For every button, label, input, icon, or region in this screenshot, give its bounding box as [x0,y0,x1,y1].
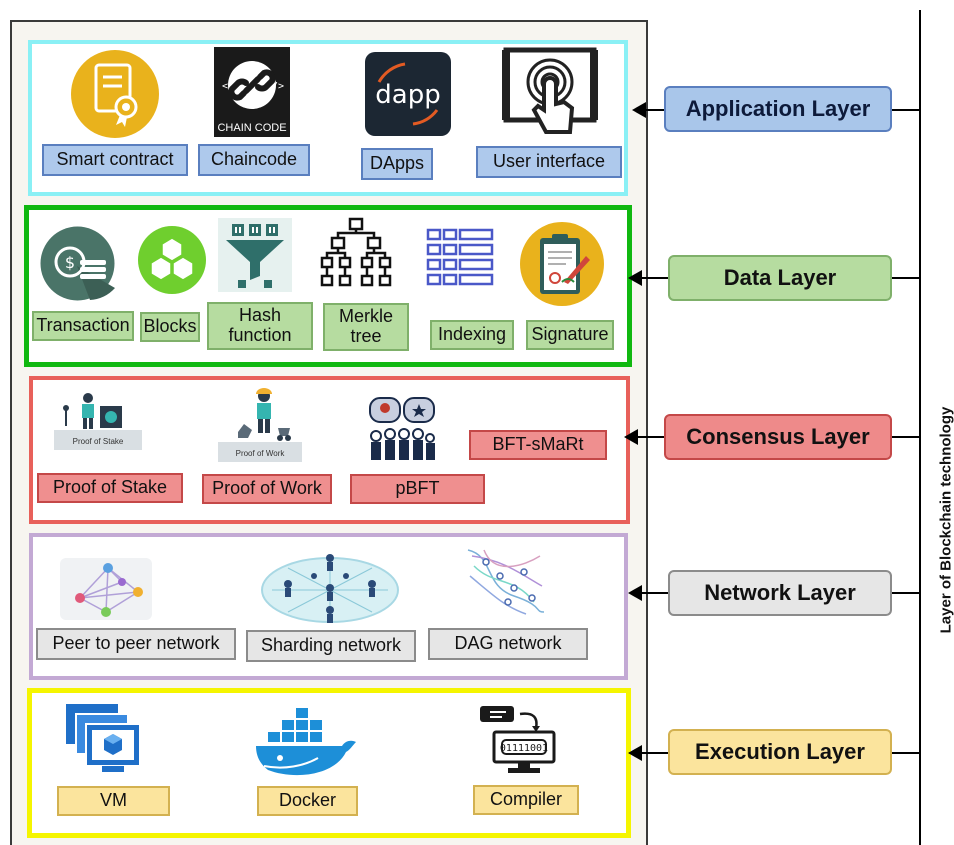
peer-to-peer-network-icon [60,558,152,620]
merkle-tree-label: Merkle tree [323,303,409,351]
transaction-icon: $ [40,226,115,301]
application-arrow-line [644,109,664,111]
proof-of-work-label: Proof of Work [202,474,332,504]
network-arrow-line [640,592,668,594]
smart-contract-label: Smart contract [42,144,188,176]
sharding-network-label: Sharding network [246,630,416,662]
chaincode-caption: CHAIN CODE [217,122,286,134]
indexing-icon [426,228,494,286]
network-layer-label: Network Layer [668,570,892,616]
proof-of-stake-caption: Proof of Stake [73,437,124,446]
bft-smart-label: BFT-sMaRt [469,430,607,460]
dapp-icon: dapp [365,52,451,136]
dapps-label: DApps [361,148,433,180]
execution-axis-link [892,752,920,754]
vm-icon [66,704,141,772]
svg-text:/>: /> [272,81,284,92]
pbft-label: pBFT [350,474,485,504]
chaincode-label: Chaincode [198,144,310,176]
hash-function-icon [218,218,292,292]
proof-of-stake-icon: Proof of Stake [54,393,142,450]
blockchain-axis-line [919,10,921,845]
execution-arrow-line [640,752,668,754]
sharding-network-icon [261,554,399,623]
transaction-label: Transaction [32,311,134,341]
dag-network-icon [467,549,545,615]
proof-of-stake-label: Proof of Stake [37,473,183,503]
blocks-label: Blocks [140,312,200,342]
execution-arrow-head [628,745,642,761]
application-axis-link [892,109,920,111]
data-arrow-line [640,277,668,279]
user-interface-label: User interface [476,146,622,178]
docker-icon [256,708,356,776]
application-layer-label: Application Layer [664,86,892,132]
proof-of-work-caption: Proof of Work [236,449,286,458]
consensus-arrow-line [636,436,664,438]
data-layer-label: Data Layer [668,255,892,301]
proof-of-work-icon: Proof of Work [218,388,302,462]
consensus-axis-link [892,436,920,438]
consensus-arrow-head [624,429,638,445]
application-arrow-head [632,102,646,118]
compiler-icon: 01111001 [480,706,556,773]
data-arrow-head [628,270,642,286]
svg-text:<: < [222,81,228,92]
peer-to-peer-network-label: Peer to peer network [36,628,236,660]
compiler-label: Compiler [473,785,579,815]
side-axis-title: Layer of Blockchain technology [937,406,954,634]
dapp-logo-text: dapp [375,80,440,110]
smart-contract-icon [71,50,159,138]
blocks-icon [138,226,206,294]
consensus-layer-label: Consensus Layer [664,414,892,460]
hash-function-label: Hash function [207,302,313,350]
signature-icon [520,222,604,306]
signature-label: Signature [526,320,614,350]
vm-label: VM [57,786,170,816]
svg-text:$: $ [65,253,75,272]
network-arrow-head [628,585,642,601]
data-axis-link [892,277,920,279]
merkle-tree-icon [320,217,392,287]
dag-network-label: DAG network [428,628,588,660]
compiler-bits: 01111001 [500,743,548,754]
network-axis-link [892,592,920,594]
indexing-label: Indexing [430,320,514,350]
pbft-icon [369,397,435,460]
touch-screen-icon [502,47,598,134]
execution-layer-label: Execution Layer [668,729,892,775]
docker-label: Docker [257,786,358,816]
chaincode-icon: < /> CHAIN CODE [214,47,290,137]
